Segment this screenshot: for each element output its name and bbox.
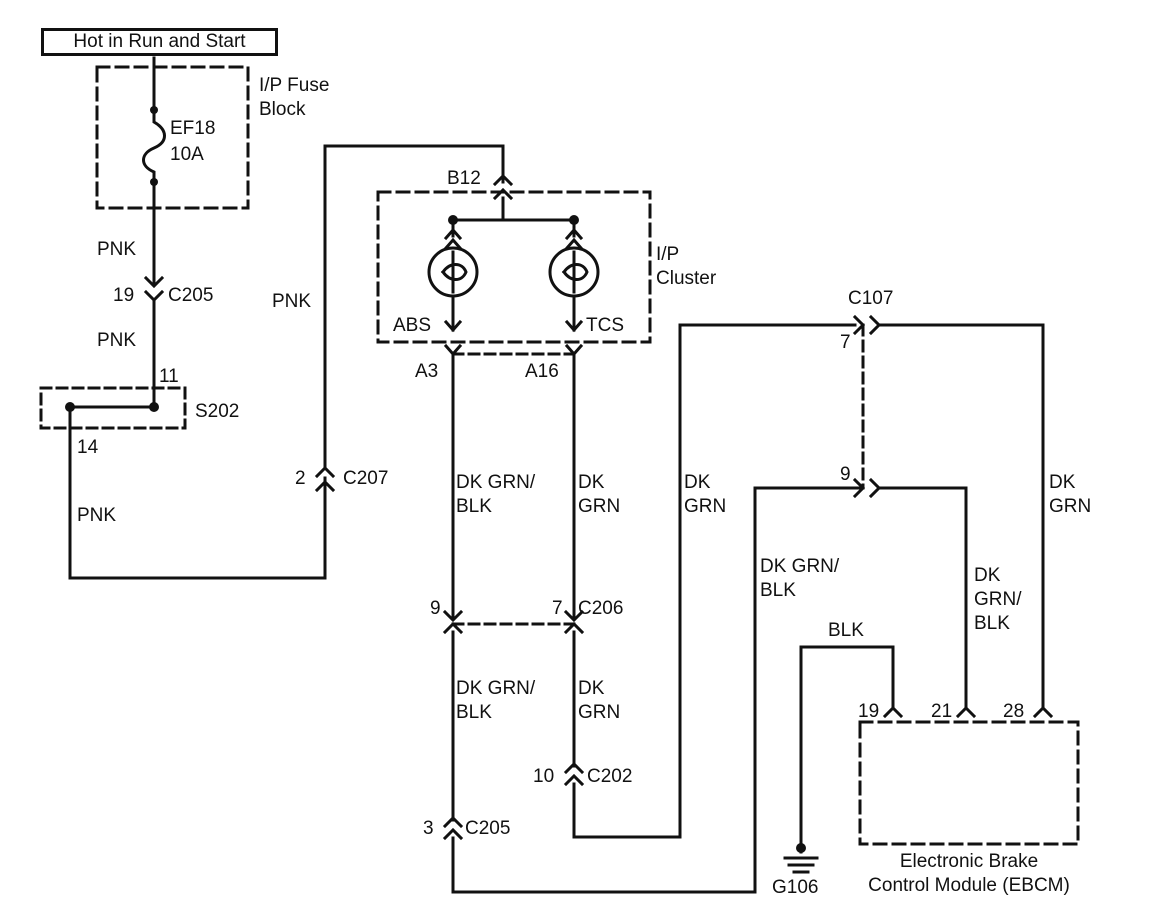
c205-upper-name-label: C205 <box>168 285 214 306</box>
a3-a16-pin-symbols <box>443 343 584 357</box>
dkgrn-wire-label: DK GRN <box>1049 472 1092 517</box>
c202-pin-label: 10 <box>533 766 555 787</box>
abs-lamp-filament <box>440 250 468 294</box>
dkgrn-wire-label: DK GRN <box>684 472 727 517</box>
splice-node-out <box>65 402 75 412</box>
ground-symbol <box>783 856 819 874</box>
cluster-node-left <box>448 215 458 225</box>
c107-connector-symbol <box>852 314 882 336</box>
power-source-label: Hot in Run and Start <box>41 28 278 56</box>
fuse-terminal-top <box>150 106 158 114</box>
ebcm-pin-symbols <box>882 705 1054 719</box>
c206-pin-left-label: 9 <box>430 598 441 619</box>
c107-pin-a-label: 7 <box>840 332 851 353</box>
pnk-wire-label: PNK <box>97 239 137 260</box>
pnk-wire-label: PNK <box>97 330 137 351</box>
splice-node-in <box>149 402 159 412</box>
ebcm-pin-19-label: 19 <box>858 701 880 722</box>
ebcm-outline <box>858 720 1080 846</box>
fuse-name-label: EF18 <box>170 118 216 139</box>
dkgrn-blk-wire-label: DK GRN/ BLK <box>974 565 1022 634</box>
c205-upper-pin-label: 19 <box>113 285 135 306</box>
c207-name-label: C207 <box>343 468 389 489</box>
a16-pin-label: A16 <box>525 361 559 382</box>
ground-node <box>796 843 806 853</box>
fuse-block-label: I/P Fuse Block <box>259 75 330 120</box>
c205-lower-connector-symbol <box>442 815 464 841</box>
b12-connector-symbol <box>492 173 514 201</box>
pnk-wire-loop <box>68 405 327 580</box>
cluster-node-right <box>569 215 579 225</box>
dkgrn-blk-wire-label: DK GRN/ BLK <box>760 556 840 601</box>
c107-pin7-to-ebcm <box>877 323 1045 710</box>
dkgrn-wire-label: DK GRN <box>578 472 621 517</box>
tcs-lamp-connector-symbol <box>564 227 584 251</box>
pnk-wire-to-cluster <box>323 144 505 470</box>
tcs-lamp-filament <box>561 250 589 294</box>
abs-lamp-label: ABS <box>393 315 432 336</box>
c205-lower-name-label: C205 <box>465 818 511 839</box>
c206-connector-symbols <box>442 609 585 635</box>
fuse-block-outline <box>95 65 250 210</box>
c107-pin9-to-ebcm <box>877 486 968 710</box>
c207-pin-label: 2 <box>295 468 306 489</box>
c206-pin-right-label: 7 <box>552 598 563 619</box>
a3-pin-label: A3 <box>415 361 439 382</box>
splice-name-label: S202 <box>195 401 240 422</box>
fuse-terminal-bottom <box>150 178 158 186</box>
cluster-outline <box>376 190 652 344</box>
c107-name-label: C107 <box>848 288 894 309</box>
splice-s202-outline <box>39 386 187 430</box>
c202-connector-symbol <box>563 761 585 787</box>
ebcm-wire-loop-c202 <box>572 323 857 839</box>
ebcm-wire-loop-lower <box>451 486 862 894</box>
blk-ground-wire <box>799 645 895 854</box>
blk-wire-label: BLK <box>828 620 864 641</box>
dkgrn-blk-wire-label: DK GRN/ BLK <box>456 472 536 517</box>
ebcm-pin-21-label: 21 <box>931 701 953 722</box>
dkgrn-blk-wire-label: DK GRN/ BLK <box>456 678 536 723</box>
b12-connector-label: B12 <box>447 168 481 189</box>
abs-lamp-connector-symbol <box>443 227 463 251</box>
c205-lower-pin-label: 3 <box>423 818 434 839</box>
tcs-lamp-label: TCS <box>586 315 624 336</box>
c206-name-label: C206 <box>578 598 624 619</box>
ebcm-pin-28-label: 28 <box>1003 701 1025 722</box>
c202-name-label: C202 <box>587 766 633 787</box>
splice-pin-in-label: 11 <box>159 366 179 387</box>
fuse-rating-label: 10A <box>170 144 204 165</box>
ebcm-label: Electronic Brake Control Module (EBCM) <box>868 851 1070 896</box>
c107-pin-b-label: 9 <box>840 464 851 485</box>
ground-label: G106 <box>772 877 819 898</box>
tcs-lamp-output <box>564 294 584 333</box>
splice-pin-out-label: 14 <box>77 437 99 458</box>
pnk-wire-label: PNK <box>272 291 312 312</box>
fuse-symbol <box>142 108 166 184</box>
pnk-wire-label: PNK <box>77 505 117 526</box>
cluster-internal-feed <box>451 196 576 238</box>
abs-lamp-output <box>443 294 463 333</box>
cluster-label: I/P Cluster <box>656 244 717 289</box>
dkgrn-wire-label: DK GRN <box>578 678 621 723</box>
